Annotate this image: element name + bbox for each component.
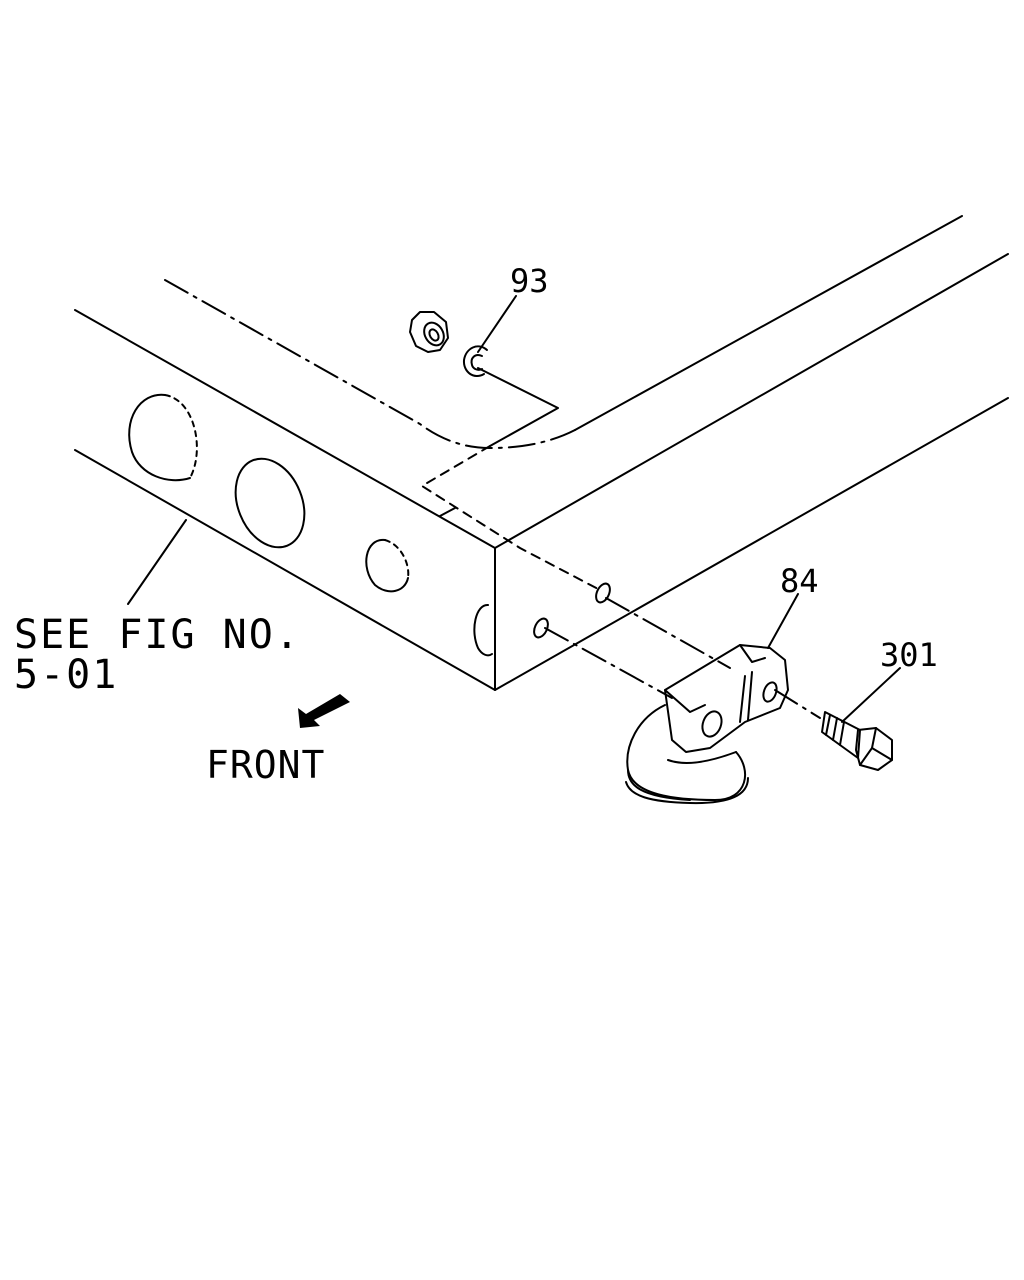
reference-note-line1: SEE FIG NO. — [14, 612, 301, 658]
front-arrow-icon — [298, 694, 350, 728]
frame-rail — [74, 215, 1009, 691]
washer-icon — [462, 345, 488, 378]
callout-84: 84 — [780, 562, 819, 600]
assembly-lines — [421, 367, 821, 719]
leader-lines — [127, 295, 901, 723]
bolt-icon — [821, 711, 893, 771]
callout-93: 93 — [510, 262, 549, 300]
reference-note-line2: 5-01 — [14, 652, 118, 698]
nut-icon — [409, 311, 449, 353]
callout-301: 301 — [880, 636, 938, 674]
front-label: FRONT — [206, 743, 325, 787]
tow-hook-icon — [625, 644, 789, 805]
frame-bolt-holes — [533, 582, 611, 639]
